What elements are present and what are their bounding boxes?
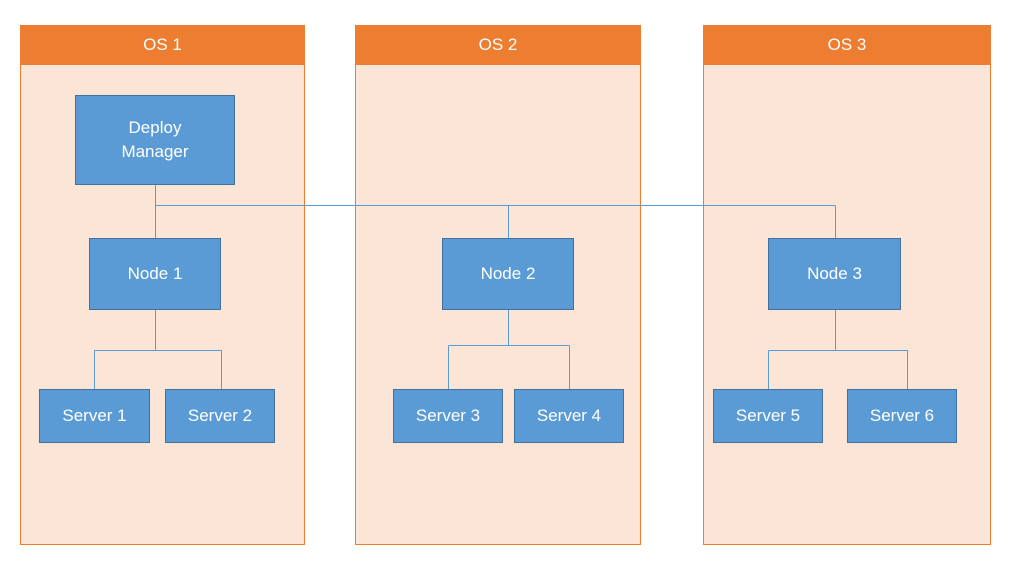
deploy-manager-box[interactable]: Deploy Manager [75, 95, 235, 185]
node-3-box[interactable]: Node 3 [768, 238, 901, 310]
os-panel-3-title: OS 3 [703, 25, 991, 65]
server-4-box[interactable]: Server 4 [514, 389, 624, 443]
node-1-box[interactable]: Node 1 [89, 238, 221, 310]
server-2-box[interactable]: Server 2 [165, 389, 275, 443]
server-3-box[interactable]: Server 3 [393, 389, 503, 443]
os-panel-2: OS 2 [355, 25, 641, 545]
node-2-box[interactable]: Node 2 [442, 238, 574, 310]
os-panel-1-title: OS 1 [20, 25, 305, 65]
os-panel-2-title: OS 2 [355, 25, 641, 65]
server-1-box[interactable]: Server 1 [39, 389, 150, 443]
server-5-box[interactable]: Server 5 [713, 389, 823, 443]
server-6-box[interactable]: Server 6 [847, 389, 957, 443]
